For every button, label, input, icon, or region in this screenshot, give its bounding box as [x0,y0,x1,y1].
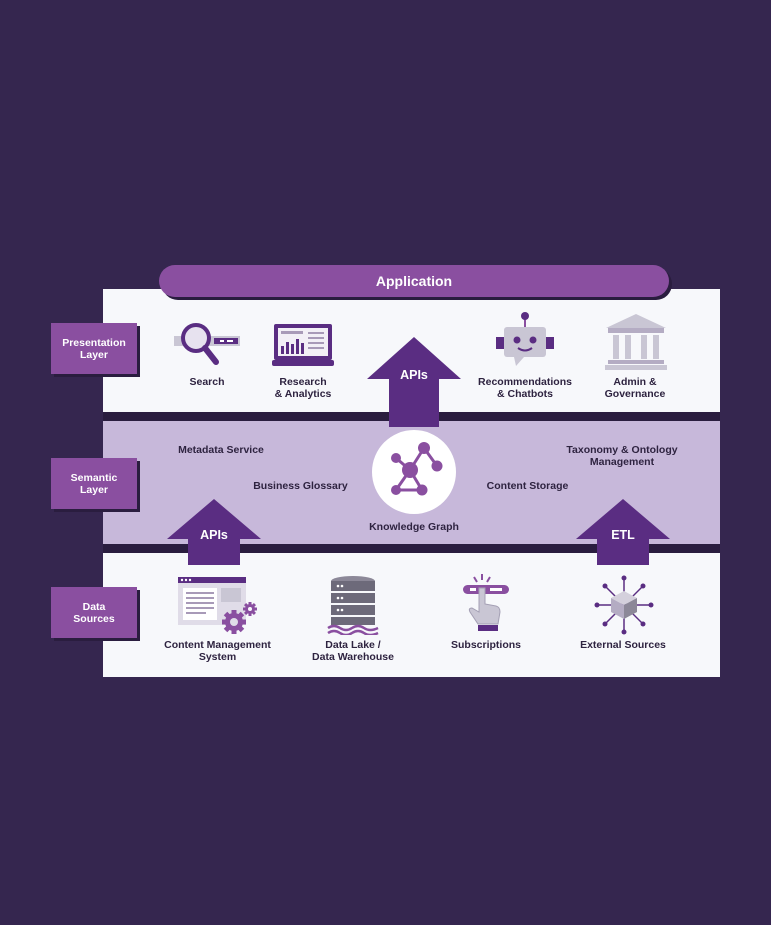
bottom-apis-arrow [167,499,261,565]
business-glossary-label: Business Glossary [253,480,348,492]
metadata-service-label: Metadata Service [178,444,264,456]
taxonomy-ontology-label: Taxonomy & Ontology Management [566,444,678,468]
cms-window-gear-icon [178,577,257,634]
top-apis-arrow [367,337,461,427]
bottom-apis-label: APIs [200,528,228,542]
subscriptions-label: Subscriptions [450,639,521,651]
subscription-pointer-icon [463,574,509,631]
content-storage-label: Content Storage [486,480,569,492]
admin-governance-label: Admin & Governance [604,376,666,400]
knowledge-graph-label: Knowledge Graph [369,521,459,533]
chatbot-robot-icon [496,312,554,366]
recommendations-chatbots-label: Recommendations & Chatbots [478,376,572,400]
etl-label: ETL [611,528,635,542]
database-icon [327,576,379,635]
external-sources-label: External Sources [580,639,666,651]
search-label: Search [189,376,225,388]
band-divider [103,544,720,553]
application-bar: Application [159,265,669,297]
presentation-layer-tag: Presentation Layer [51,323,137,374]
semantic-layer-tag: Semantic Layer [51,458,137,509]
data-sources-tag: Data Sources [51,587,137,638]
cms-label: Content Management System [164,639,271,663]
knowledge-graph-icon [372,430,456,514]
search-icon [174,323,240,365]
analytics-dashboard-icon [272,324,334,366]
government-building-icon [605,314,667,370]
top-apis-label: APIs [400,368,428,382]
etl-arrow [576,499,670,565]
research-analytics-label: Research & Analytics [274,376,332,400]
external-network-cube-icon [594,575,654,635]
data-lake-label: Data Lake / Data Warehouse [312,639,394,663]
